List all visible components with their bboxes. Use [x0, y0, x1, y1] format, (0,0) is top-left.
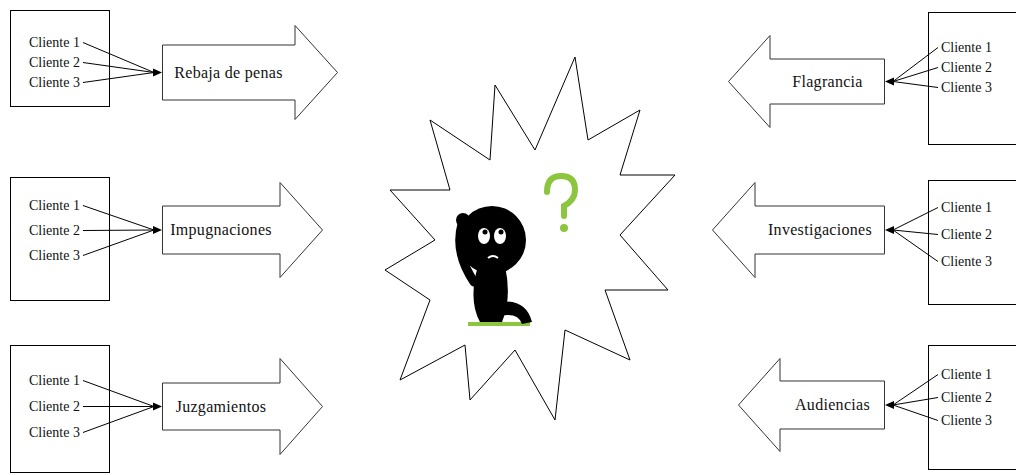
client-label: Cliente 3 [941, 413, 1016, 429]
client-label: Cliente 3 [29, 75, 107, 91]
figure-pupil [499, 230, 504, 235]
figure-head [458, 206, 526, 274]
question-mark-dot [560, 224, 568, 232]
arrow-label: Juzgamientos [164, 383, 278, 430]
figure-legs [498, 301, 532, 324]
arrow-label: Audiencias [782, 381, 883, 429]
arrowhead [153, 69, 162, 77]
client-label: Cliente 1 [29, 198, 107, 214]
block-arrow: Impugnaciones [162, 182, 323, 278]
client-label: Cliente 1 [941, 40, 1016, 56]
arrowhead [153, 226, 162, 234]
client-label: Cliente 3 [29, 425, 107, 441]
client-box: Cliente 1 Cliente 2 Cliente 3 [928, 345, 1016, 470]
block-arrow-shape [713, 183, 885, 278]
client-label: Cliente 3 [29, 248, 107, 264]
arrowhead [885, 401, 894, 409]
client-label: Cliente 1 [941, 200, 1016, 216]
client-box: Cliente 1 Cliente 2 Cliente 3 [928, 12, 1016, 145]
client-box: Cliente 1 Cliente 2 Cliente 3 [10, 345, 110, 473]
block-arrow: Investigaciones [712, 182, 885, 278]
block-arrow: Juzgamientos [162, 358, 323, 455]
client-label: Cliente 2 [941, 227, 1016, 243]
client-box: Cliente 1 Cliente 2 Cliente 3 [10, 10, 110, 107]
question-mark [547, 176, 575, 216]
arrow-label: Flagrancia [772, 59, 883, 104]
client-label: Cliente 1 [29, 373, 107, 389]
client-label: Cliente 1 [941, 367, 1016, 383]
client-label: Cliente 2 [29, 223, 107, 239]
client-label: Cliente 2 [941, 390, 1016, 406]
block-arrow-shape [163, 26, 338, 120]
client-box: Cliente 1 Cliente 2 Cliente 3 [10, 177, 110, 301]
block-arrow: Flagrancia [728, 35, 885, 128]
block-arrow-shape [729, 36, 885, 128]
figure-eye [478, 228, 490, 244]
client-label: Cliente 1 [29, 35, 107, 51]
figure-eye [494, 228, 506, 244]
client-label: Cliente 3 [941, 254, 1016, 270]
ground-line [468, 322, 530, 326]
client-label: Cliente 2 [29, 55, 107, 71]
figure-mouth [488, 256, 498, 258]
arrowhead [885, 226, 894, 234]
client-label: Cliente 3 [941, 80, 1016, 96]
client-label: Cliente 2 [941, 60, 1016, 76]
client-box: Cliente 1 Cliente 2 Cliente 3 [928, 180, 1016, 305]
arrow-label: Investigaciones [757, 206, 883, 254]
block-arrow-shape [739, 359, 885, 452]
block-arrow: Audiencias [738, 358, 885, 452]
arrow-label: Rebaja de penas [164, 45, 293, 100]
arrowhead [153, 403, 162, 411]
block-arrow-shape [163, 359, 323, 455]
block-arrow: Rebaja de penas [162, 25, 338, 120]
arrow-label: Impugnaciones [164, 206, 278, 254]
figure-pupil [483, 230, 488, 235]
block-arrow-shape [163, 183, 323, 278]
client-label: Cliente 2 [29, 399, 107, 415]
arrowhead [885, 78, 894, 86]
starburst [385, 57, 675, 420]
